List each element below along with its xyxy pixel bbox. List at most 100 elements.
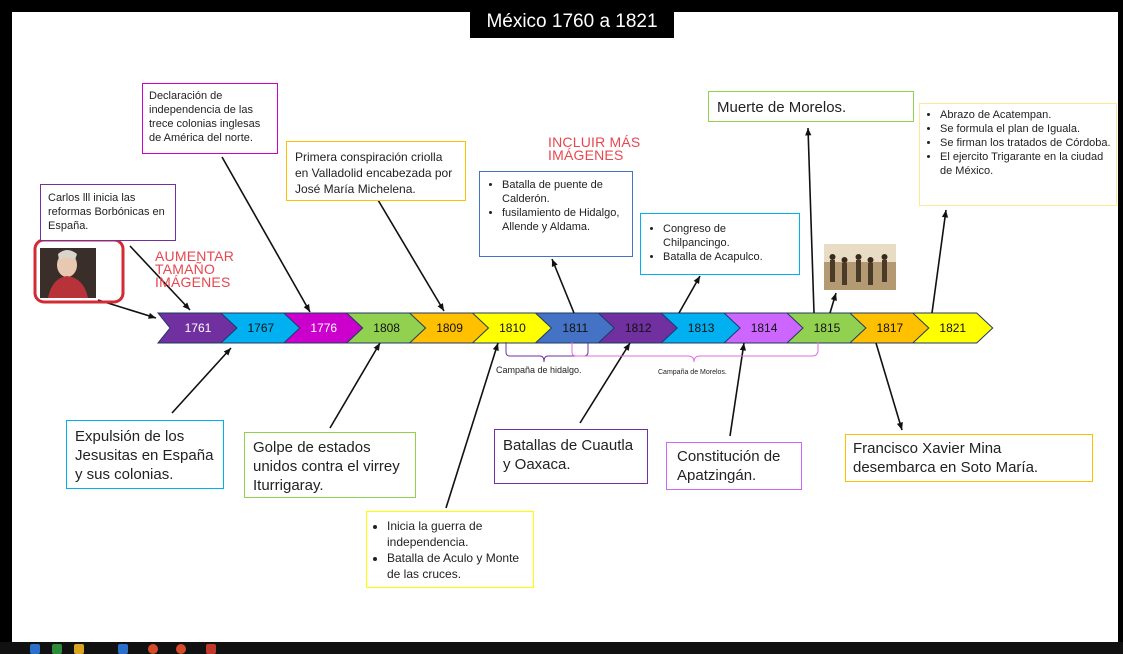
battle-scene-figure <box>882 260 887 282</box>
taskbar-browser-icon[interactable] <box>148 644 158 654</box>
arrowhead-expulsion <box>223 348 231 356</box>
event-constitucion: Constitución de Apatzingán. <box>666 442 802 490</box>
timeline-year-1815: 1815 <box>813 321 841 335</box>
timeline-year-1814: 1814 <box>750 321 778 335</box>
event-cuautla-text: Batallas de Cuautla y Oaxaca. <box>503 437 634 473</box>
arrowhead-conspiracion <box>437 303 444 311</box>
battle-scene-sky <box>824 244 896 262</box>
event-constitucion-text: Constitución de Apatzingán. <box>677 448 781 484</box>
timeline-year-1808: 1808 <box>373 321 400 335</box>
event-expulsion-text: Expulsión de los Jesusitas en España y s… <box>75 428 214 483</box>
event-declaracion: Declaración de independencia de las trec… <box>142 83 278 154</box>
taskbar-app-icon[interactable] <box>206 644 216 654</box>
event-muerte-morelos: Muerte de Morelos. <box>708 91 914 122</box>
timeline-year-1810: 1810 <box>499 321 526 335</box>
arrowhead-golpe <box>373 343 380 351</box>
connector-abrazo <box>931 209 947 314</box>
battle-scene-figure-head <box>881 254 888 260</box>
arrowhead-portrait <box>148 312 156 319</box>
timeline-chevron-1821 <box>911 312 994 344</box>
event-abrazo: Abrazo de Acatempan. Se formula el plan … <box>919 103 1117 206</box>
timeline-year-1813: 1813 <box>687 321 715 335</box>
event-batallas-1811: Batalla de puente de Calderón. fusilamie… <box>479 171 633 257</box>
event-mina-text: Francisco Xavier Mina desembarca en Soto… <box>853 440 1039 476</box>
event-inicia-guerra-item: Inicia la guerra de independencia. <box>387 518 527 550</box>
event-conspiracion-text: Primera conspiración criolla en Valladol… <box>295 150 453 196</box>
battle-scene-figure <box>830 260 835 282</box>
event-congreso: Congreso de Chilpancingo. Batalla de Aca… <box>640 213 800 275</box>
arrowhead-inicia <box>492 343 499 351</box>
arrowhead-mina <box>896 422 903 430</box>
connector-conspiracion <box>377 199 445 312</box>
battle-scene-figure <box>856 260 861 282</box>
event-golpe: Golpe de estados unidos contra el virrey… <box>244 432 416 498</box>
event-inicia-guerra-item: Batalla de Aculo y Monte de las cruces. <box>387 550 527 582</box>
brace-campana-hidalgo <box>505 342 589 363</box>
brace-label-morelos: Campaña de Morelos. <box>658 369 727 376</box>
connector-carlos <box>129 245 191 311</box>
taskbar-start-icon[interactable] <box>30 644 40 654</box>
timeline-year-1809: 1809 <box>436 321 463 335</box>
event-cuautla: Batallas de Cuautla y Oaxaca. <box>494 429 648 484</box>
event-abrazo-item: Se firman los tratados de Córdoba. <box>940 136 1111 150</box>
battle-scene-figure-head <box>855 254 862 260</box>
event-expulsion: Expulsión de los Jesusitas en España y s… <box>66 420 224 489</box>
event-carlos-iii: Carlos lll inicia las reformas Borbónica… <box>40 184 176 241</box>
slide-title: México 1760 a 1821 <box>470 6 674 38</box>
event-abrazo-item: Se formula el plan de Iguala. <box>940 122 1111 136</box>
timeline-year-1821: 1821 <box>939 321 967 335</box>
event-inicia-guerra: Inicia la guerra de independencia. Batal… <box>366 511 534 588</box>
brace-campana-morelos <box>571 342 819 363</box>
arrowhead-muerte <box>805 128 812 136</box>
event-carlos-iii-text: Carlos lll inicia las reformas Borbónica… <box>48 192 165 232</box>
arrowhead-declaracion <box>303 304 310 312</box>
event-conspiracion: Primera conspiración criolla en Valladol… <box>286 141 466 201</box>
taskbar-media-icon[interactable] <box>176 644 186 654</box>
arrowhead-cuautla <box>623 343 630 351</box>
event-mina: Francisco Xavier Mina desembarca en Soto… <box>845 434 1093 482</box>
battle-scene-figure-head <box>829 254 836 260</box>
event-golpe-text: Golpe de estados unidos contra el virrey… <box>253 439 400 494</box>
event-congreso-item: Batalla de Acapulco. <box>663 250 793 264</box>
event-congreso-item: Congreso de Chilpancingo. <box>663 222 793 250</box>
note-aumentar-imagenes: AUMENTAR TAMAÑO IMÁGENES <box>155 248 235 290</box>
arrowhead-congreso <box>693 276 700 284</box>
timeline-year-1817: 1817 <box>876 321 904 335</box>
taskbar <box>0 642 1123 654</box>
event-muerte-morelos-text: Muerte de Morelos. <box>717 99 847 116</box>
connector-declaracion <box>221 156 311 313</box>
event-abrazo-item: El ejercito Trigarante en la ciudad de M… <box>940 150 1111 178</box>
arrowhead-battle-img <box>830 293 837 301</box>
connector-batallas <box>551 258 575 314</box>
arrowhead-constitucion <box>739 343 746 351</box>
note-incluir-imagenes: INCLUIR MÁS IMÁGENES <box>548 134 641 163</box>
taskbar-app-icon[interactable] <box>118 644 128 654</box>
connector-muerte <box>807 127 815 314</box>
portrait-face <box>57 253 77 277</box>
event-declaracion-text: Declaración de independencia de las trec… <box>149 90 261 144</box>
battle-scene-figure <box>842 263 847 285</box>
connector-expulsion <box>171 347 232 414</box>
connector-mina <box>875 342 903 431</box>
arrowhead-carlos <box>182 302 190 310</box>
battle-scene-figure <box>868 263 873 285</box>
arrowhead-batallas <box>551 259 558 267</box>
timeline-year-1776: 1776 <box>310 321 338 335</box>
arrowhead-abrazo <box>941 210 949 218</box>
connector-constitucion <box>729 342 745 437</box>
connector-golpe <box>329 342 381 429</box>
brace-label-hidalgo: Campaña de hidalgo. <box>496 365 582 375</box>
event-batallas-1811-item: fusilamiento de Hidalgo, Allende y Aldam… <box>502 206 626 234</box>
connector-inicia <box>445 342 499 509</box>
portrait-robe <box>48 276 88 298</box>
timeline-year-1811: 1811 <box>562 321 589 335</box>
portrait-wig <box>58 250 77 260</box>
event-abrazo-item: Abrazo de Acatempan. <box>940 108 1111 122</box>
event-batallas-1811-item: Batalla de puente de Calderón. <box>502 178 626 206</box>
taskbar-folder-icon[interactable] <box>74 644 84 654</box>
battle-scene-figure-head <box>867 257 874 263</box>
timeline-year-1767: 1767 <box>247 321 275 335</box>
timeline-year-1812: 1812 <box>624 321 652 335</box>
taskbar-app-icon[interactable] <box>52 644 62 654</box>
